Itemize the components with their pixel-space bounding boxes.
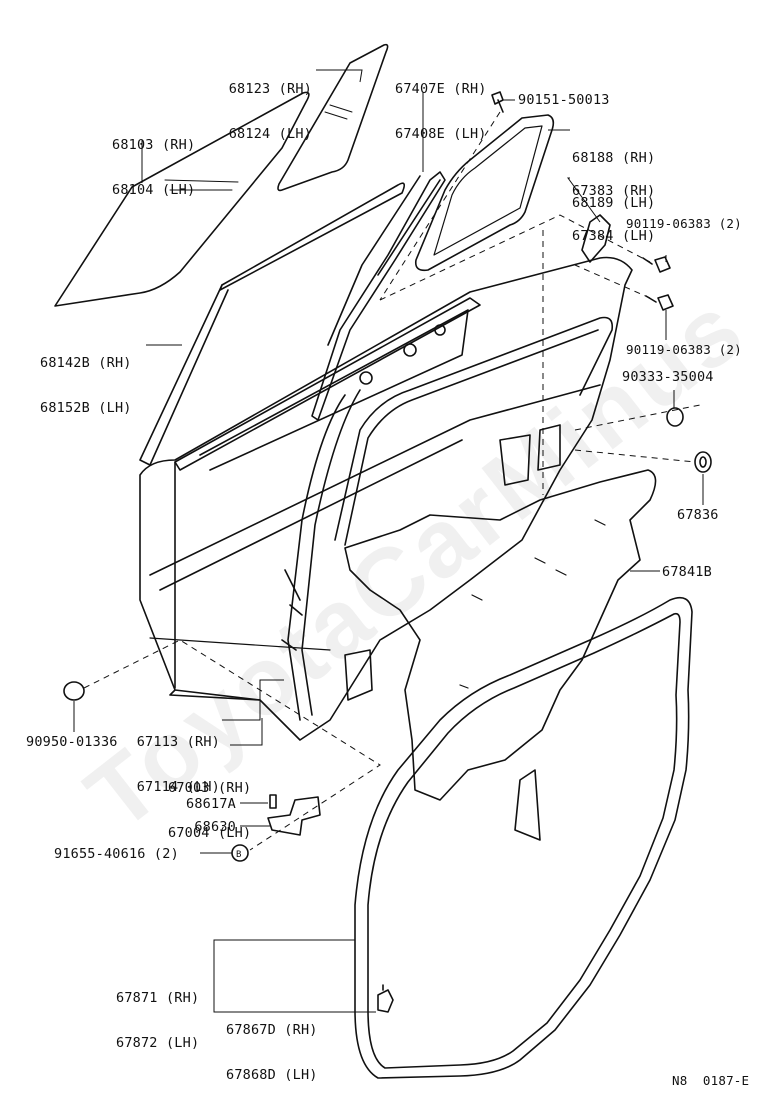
label-67867-lh: 67868D (LH) bbox=[226, 1067, 318, 1083]
svg-text:B: B bbox=[236, 850, 241, 860]
label-67836: 67836 bbox=[677, 507, 719, 523]
label-68103: 68103 (RH) 68104 (LH) bbox=[112, 108, 195, 213]
label-67841: 67841B bbox=[662, 564, 712, 580]
door-panel-67003 bbox=[139, 256, 633, 741]
label-67383: 67383 (RH) 67384 (LH) bbox=[572, 154, 655, 259]
label-67871-rh: 67871 (RH) bbox=[116, 990, 200, 1006]
label-68103-lh: 68104 (LH) bbox=[112, 182, 196, 198]
screw-90151 bbox=[491, 91, 504, 113]
door-glass-68103 bbox=[54, 91, 310, 307]
label-67407-lh: 67408E (LH) bbox=[395, 126, 487, 142]
label-68123-rh: 68123 (RH) bbox=[228, 81, 312, 97]
clip-67836 bbox=[694, 451, 712, 473]
document-code: N8 0187-E bbox=[672, 1073, 750, 1088]
label-90950: 90950-01336 bbox=[26, 734, 118, 750]
label-68188-lh: 68189 (LH) bbox=[572, 195, 656, 211]
bolt-90119-lower bbox=[645, 294, 674, 311]
label-90119-upper: 90119-06383 (2) bbox=[626, 216, 742, 231]
label-67871-lh: 67872 (LH) bbox=[116, 1035, 200, 1051]
door-weatherstrip-67871 bbox=[354, 596, 693, 1079]
label-68123: 68123 (RH) 68124 (LH) bbox=[210, 52, 312, 157]
label-67383-lh: 67384 (LH) bbox=[572, 228, 656, 244]
label-68617: 68617A bbox=[186, 796, 236, 812]
label-67003: 67003 (RH) 67004 (LH) bbox=[168, 751, 251, 856]
label-68103-rh: 68103 (RH) bbox=[112, 137, 196, 153]
quarter-weatherstrip-68188 bbox=[414, 114, 555, 272]
label-68142-lh: 68152B (LH) bbox=[40, 400, 132, 416]
quarter-glass-68123 bbox=[277, 43, 389, 192]
service-hole-cover-67841 bbox=[344, 469, 657, 801]
label-68142: 68142B (RH) 68152B (LH) bbox=[40, 326, 132, 431]
label-68142-rh: 68142B (RH) bbox=[40, 355, 132, 371]
label-67003-rh: 67003 (RH) bbox=[168, 780, 252, 796]
label-90333: 90333-35004 bbox=[622, 369, 714, 385]
glass-run-68142 bbox=[219, 182, 406, 291]
label-68630: 68630 bbox=[194, 819, 236, 835]
label-91655: 91655-40616 (2) bbox=[54, 846, 179, 862]
label-68188-rh: 68188 (RH) bbox=[572, 150, 656, 166]
label-67383-rh: 67383 (RH) bbox=[572, 183, 656, 199]
division-bar-67407 bbox=[311, 171, 446, 421]
label-67113-rh: 67113 (RH) bbox=[136, 734, 220, 750]
label-67867-rh: 67867D (RH) bbox=[226, 1022, 318, 1038]
label-90119-lower: 90119-06383 (2) bbox=[626, 342, 742, 357]
label-68123-lh: 68124 (LH) bbox=[228, 126, 312, 142]
label-67113: 67113 (RH) 67114 (LH) bbox=[120, 705, 220, 810]
hole-plug-90950 bbox=[63, 681, 85, 701]
hinge-68630 bbox=[267, 796, 321, 836]
label-67871: 67871 (RH) 67872 (LH) bbox=[116, 961, 199, 1066]
label-67407-rh: 67407E (RH) bbox=[395, 81, 487, 97]
label-68188: 68188 (RH) 68189 (LH) bbox=[572, 121, 655, 226]
label-67003-lh: 67004 (LH) bbox=[168, 825, 252, 841]
label-67407: 67407E (RH) 67408E (LH) bbox=[395, 52, 487, 157]
label-67113-lh: 67114 (LH) bbox=[136, 779, 220, 795]
hole-plug-90333 bbox=[666, 407, 684, 427]
label-67867: 67867D (RH) 67868D (LH) bbox=[226, 993, 318, 1098]
bracket-67383 bbox=[581, 214, 611, 263]
label-90151: 90151-50013 bbox=[518, 92, 610, 108]
bolt-68617 bbox=[269, 794, 277, 809]
clip-67867 bbox=[377, 984, 394, 1013]
